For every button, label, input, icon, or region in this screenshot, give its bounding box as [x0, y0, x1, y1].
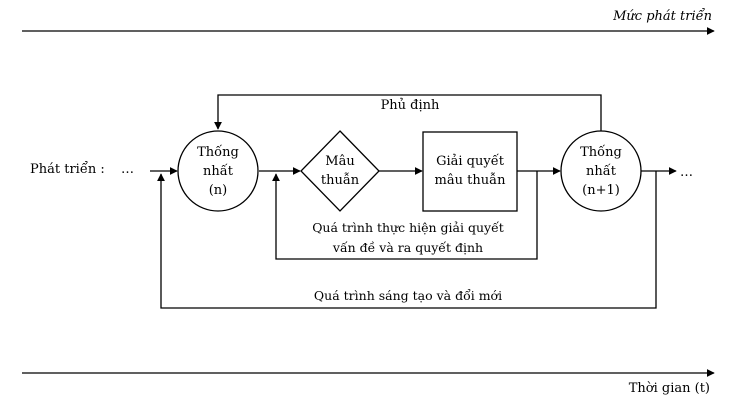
bottom-axis-label: Thời gian (t) [629, 381, 710, 396]
inner-loop-label-line1: Quá trình thực hiện giải quyết [312, 220, 504, 235]
node-contradiction-line2: thuẫn [321, 172, 360, 188]
inner-loop-label-line2: vấn đề và ra quyết định [332, 240, 483, 255]
node-unity-n1-line3: (n+1) [582, 183, 620, 198]
node-contradiction: Mâu thuẫn [300, 130, 380, 212]
node-resolve-line2: mâu thuẫn [435, 172, 507, 188]
left-ellipsis: … [121, 162, 134, 177]
node-unity-n-line3: (n) [209, 183, 228, 198]
node-unity-n1-line2: nhất [586, 163, 617, 179]
node-unity-n-line2: nhất [203, 163, 234, 179]
node-unity-n1: Thống nhất (n+1) [560, 130, 642, 212]
node-resolve-contradiction: Giải quyết mâu thuẫn [422, 131, 518, 212]
node-resolve-line1: Giải quyết [436, 153, 505, 169]
node-unity-n1-line1: Thống [580, 144, 622, 160]
negation-loop-arrow [214, 94, 602, 131]
node-unity-n-line1: Thống [197, 144, 239, 160]
right-ellipsis: … [680, 165, 693, 180]
negation-label: Phủ định [381, 98, 440, 113]
outer-loop-arrow [157, 171, 657, 309]
node-unity-n: Thống nhất (n) [177, 130, 259, 212]
inner-loop-arrow [272, 171, 538, 260]
development-label: Phát triển : [30, 161, 105, 177]
node-contradiction-line1: Mâu [325, 154, 354, 169]
top-axis-label: Mức phát triển [612, 8, 712, 24]
outer-loop-label: Quá trình sáng tạo và đổi mới [314, 288, 502, 303]
